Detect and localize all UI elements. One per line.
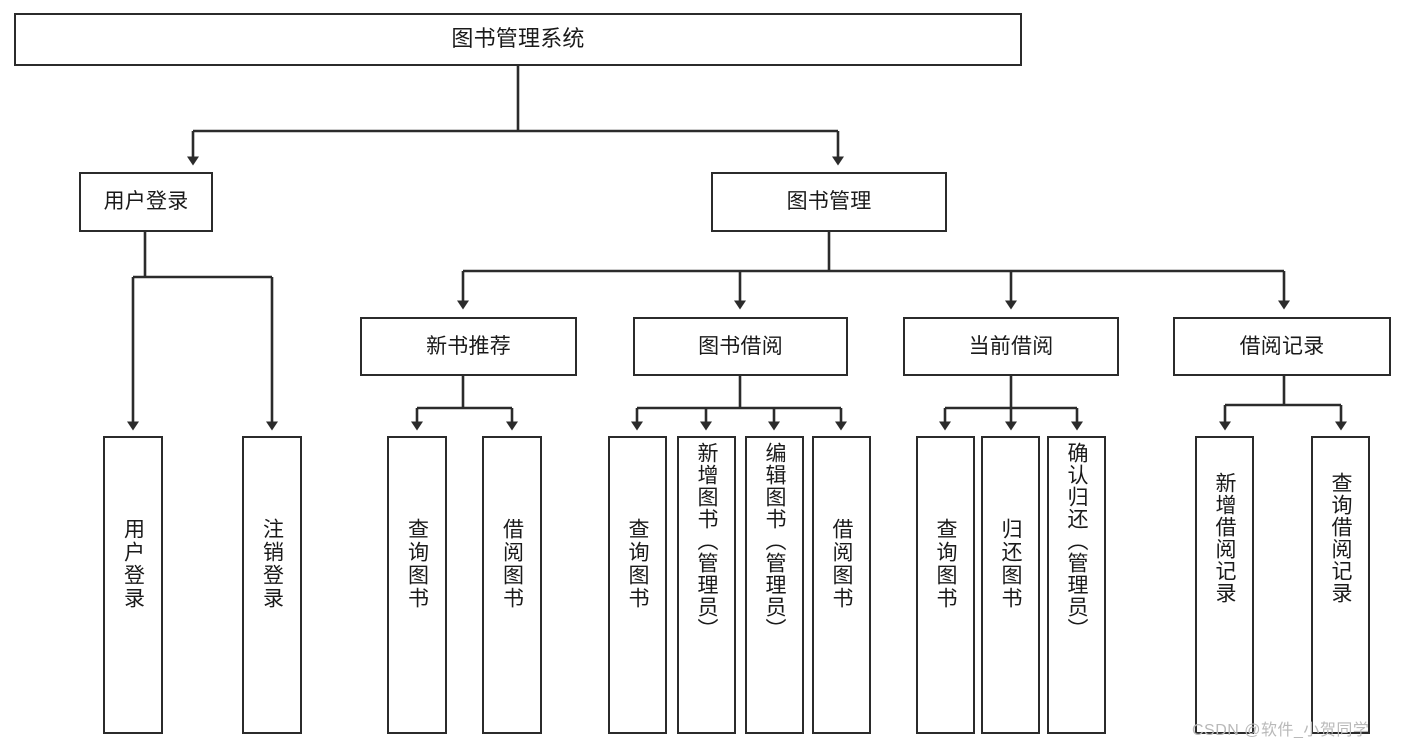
- node-label: 用户登录: [103, 190, 189, 214]
- node-book-management[interactable]: 图书管理: [711, 172, 947, 232]
- node-label: 图书管理: [786, 190, 872, 214]
- node-label: 确认归还（管理员）: [1065, 442, 1088, 640]
- leaf-query-book-borrow[interactable]: 查询图书: [608, 436, 667, 734]
- node-label: 查询借阅记录: [1329, 472, 1352, 604]
- node-label: 新增借阅记录: [1213, 472, 1236, 604]
- leaf-add-borrow-record[interactable]: 新增借阅记录: [1195, 436, 1254, 734]
- node-label: 图书管理系统: [451, 26, 585, 52]
- leaf-return-book[interactable]: 归还图书: [981, 436, 1040, 734]
- node-new-book-recommend[interactable]: 新书推荐: [360, 317, 577, 376]
- node-label: 借阅图书: [500, 518, 524, 610]
- leaf-query-book-current[interactable]: 查询图书: [916, 436, 975, 734]
- node-label: 查询图书: [626, 518, 649, 610]
- leaf-edit-book-admin[interactable]: 编辑图书（管理员）: [745, 436, 804, 734]
- node-label: 归还图书: [999, 518, 1022, 610]
- node-label: 查询图书: [934, 518, 957, 610]
- leaf-confirm-return-admin[interactable]: 确认归还（管理员）: [1047, 436, 1106, 734]
- node-label: 用户登录: [121, 518, 145, 610]
- csdn-watermark: CSDN @软件_小贺同学: [1192, 722, 1370, 739]
- node-current-borrow[interactable]: 当前借阅: [903, 317, 1119, 376]
- node-borrow-record[interactable]: 借阅记录: [1173, 317, 1391, 376]
- leaf-logout-login[interactable]: 注销登录: [242, 436, 302, 734]
- node-label: 当前借阅: [968, 334, 1054, 358]
- node-label: 查询图书: [405, 518, 429, 610]
- node-label: 新书推荐: [426, 334, 511, 358]
- leaf-borrow-book[interactable]: 借阅图书: [812, 436, 871, 734]
- node-user-login[interactable]: 用户登录: [79, 172, 213, 232]
- leaf-query-borrow-record[interactable]: 查询借阅记录: [1311, 436, 1370, 734]
- leaf-user-login[interactable]: 用户登录: [103, 436, 163, 734]
- leaf-add-book-admin[interactable]: 新增图书（管理员）: [677, 436, 736, 734]
- node-label: 新增图书（管理员）: [695, 442, 718, 640]
- node-label: 图书借阅: [698, 334, 783, 358]
- leaf-query-book-recommend[interactable]: 查询图书: [387, 436, 447, 734]
- node-label: 编辑图书（管理员）: [763, 442, 786, 640]
- node-book-borrow[interactable]: 图书借阅: [633, 317, 848, 376]
- node-label: 注销登录: [260, 518, 284, 610]
- node-root-book-management-system[interactable]: 图书管理系统: [14, 13, 1022, 66]
- leaf-borrow-book-recommend[interactable]: 借阅图书: [482, 436, 542, 734]
- node-label: 借阅记录: [1239, 334, 1325, 358]
- node-label: 借阅图书: [830, 518, 853, 610]
